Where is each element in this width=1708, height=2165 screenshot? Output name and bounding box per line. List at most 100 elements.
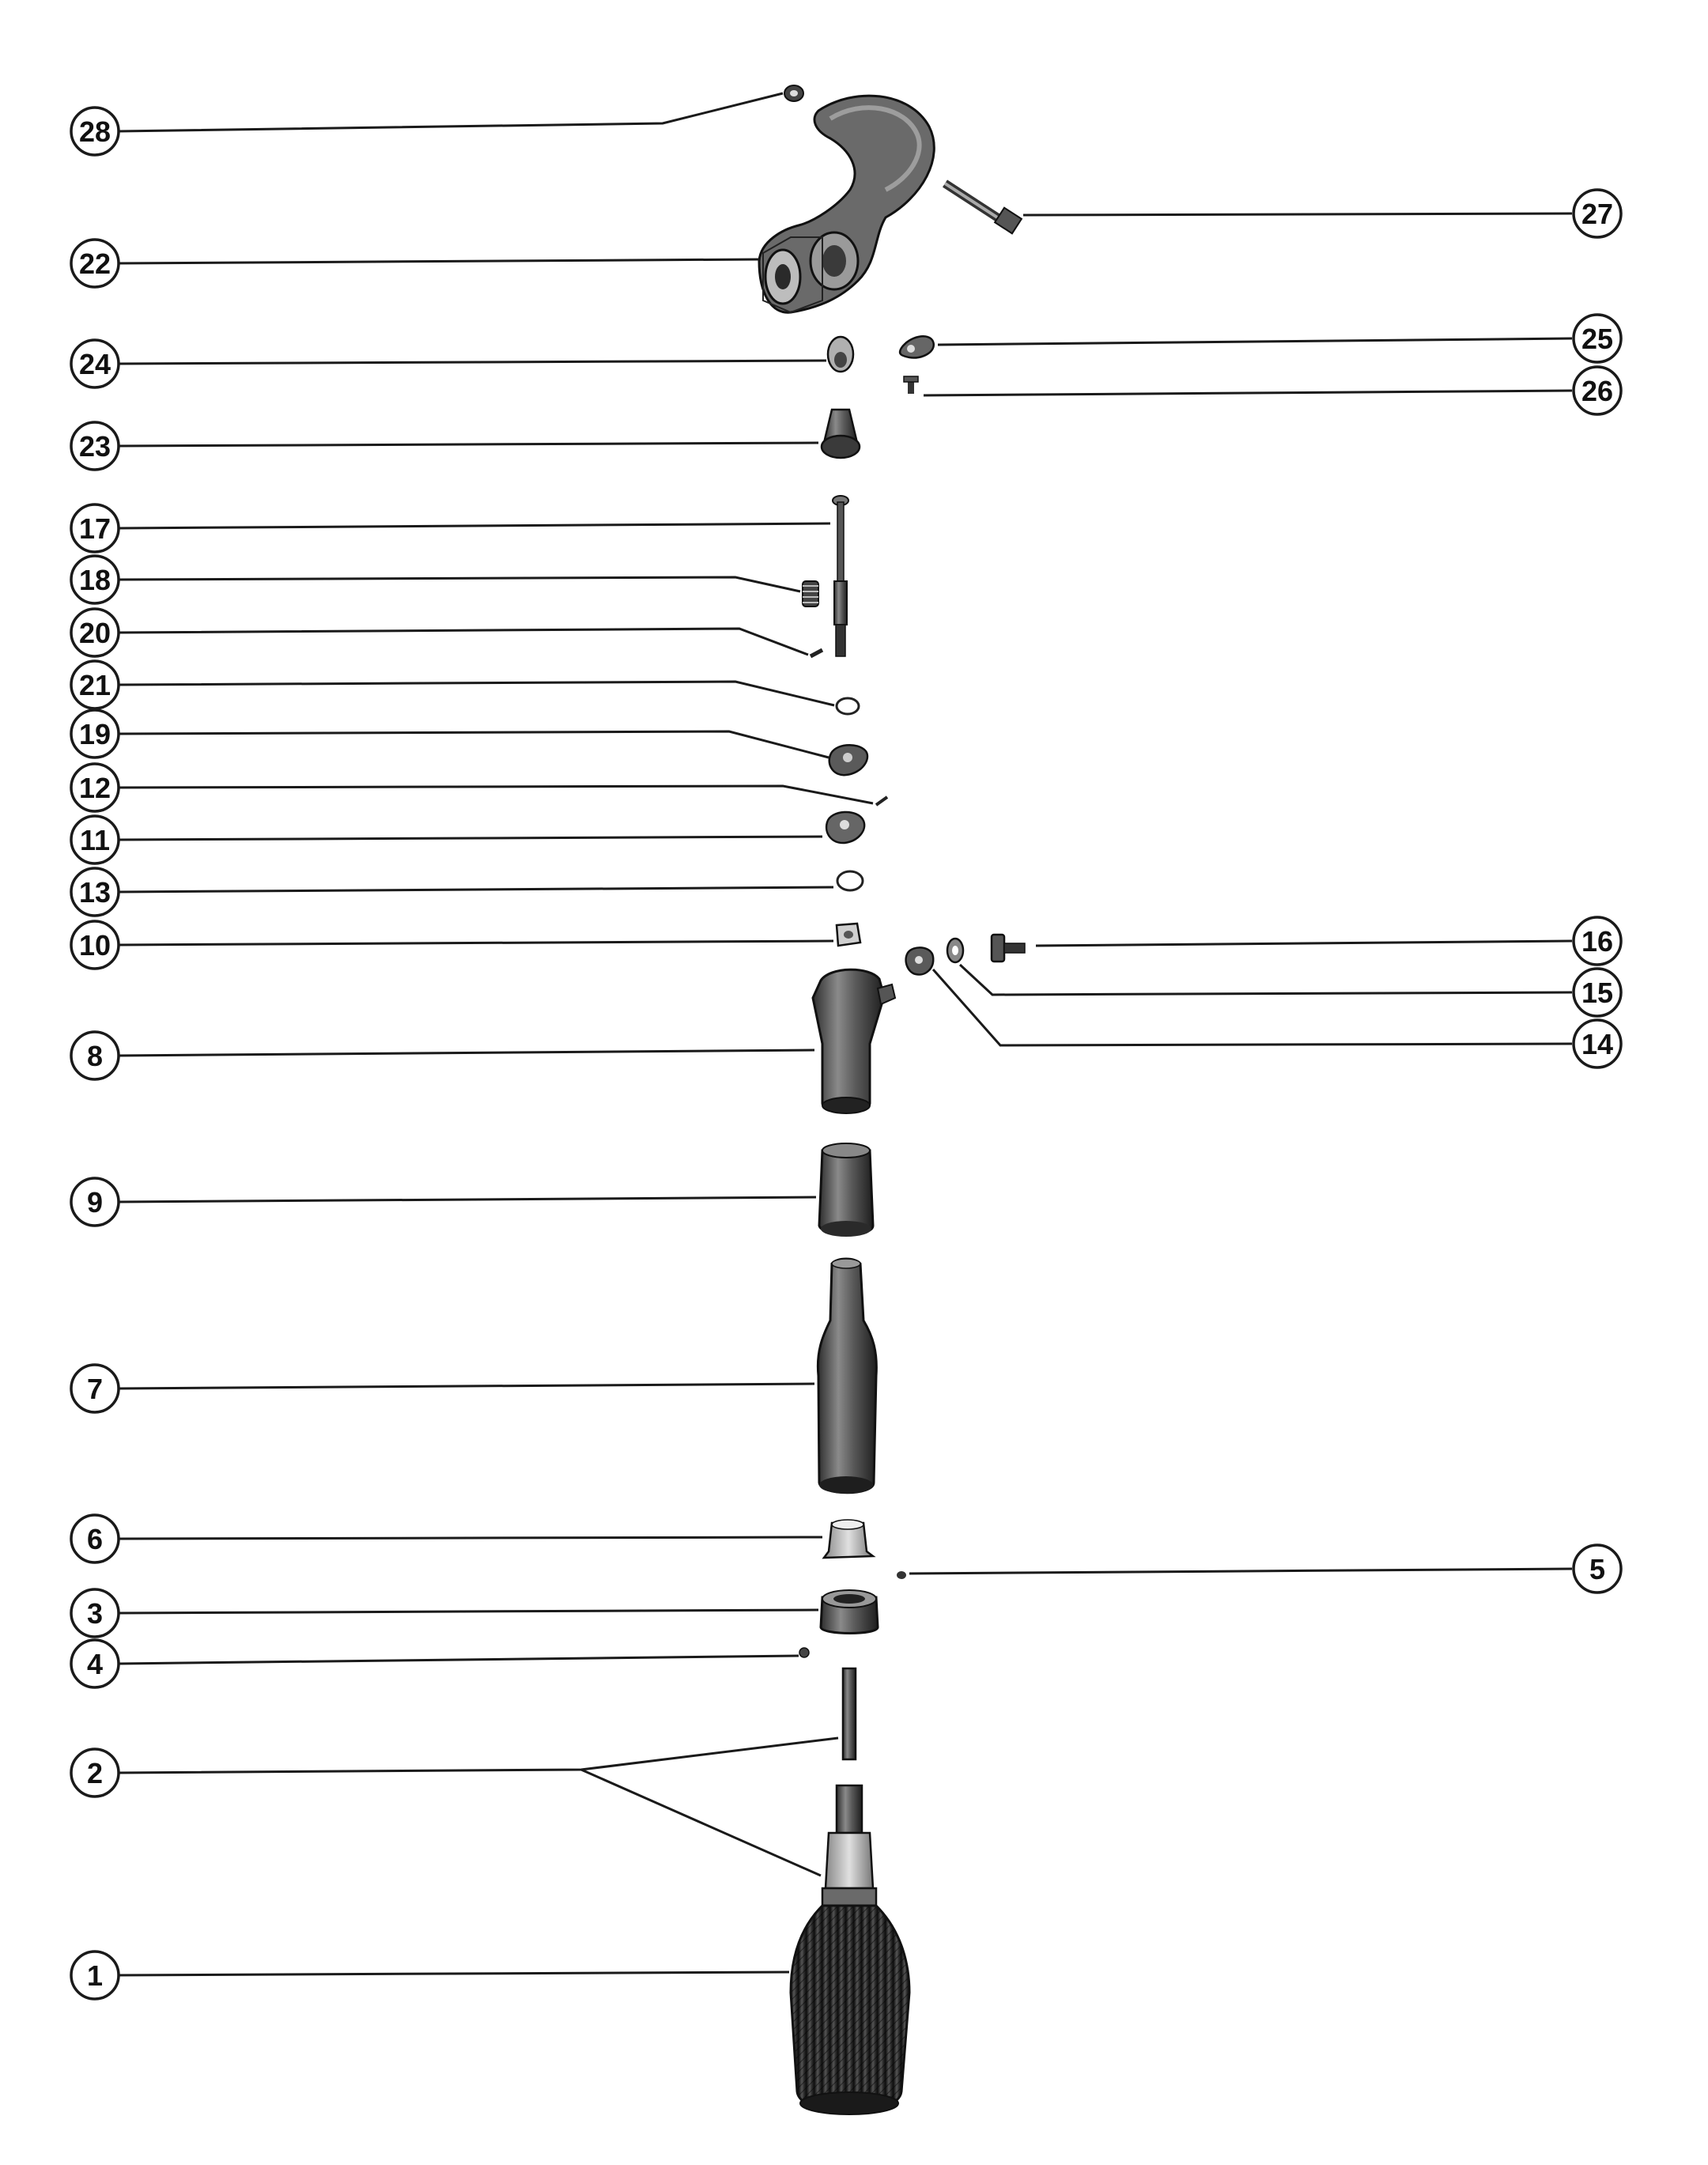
part-9-sleeve	[818, 1143, 875, 1237]
leader-26	[923, 389, 1573, 397]
callout-18: 18	[70, 554, 120, 605]
callout-23: 23	[70, 421, 120, 471]
callout-26: 26	[1572, 365, 1623, 416]
part-21-oring	[835, 697, 860, 716]
callout-label-28: 28	[79, 115, 111, 148]
part-25-clip	[898, 335, 935, 359]
part-8-housing	[811, 968, 897, 1114]
part-24-bushing	[826, 335, 855, 373]
callout-17: 17	[70, 503, 120, 554]
part-4-ball	[799, 1647, 810, 1658]
callout-label-5: 5	[1589, 1553, 1605, 1585]
part-6-bushing	[822, 1519, 876, 1559]
callout-label-13: 13	[79, 876, 111, 909]
leader-2b	[580, 1768, 822, 1877]
part-23-cap	[820, 408, 861, 459]
callout-7: 7	[70, 1363, 120, 1414]
callout-22: 22	[70, 238, 120, 289]
callout-13: 13	[70, 867, 120, 917]
callout-24: 24	[70, 338, 120, 389]
leader-28	[118, 92, 784, 133]
callout-label-26: 26	[1581, 375, 1613, 407]
callout-16: 16	[1572, 916, 1623, 966]
parts-layer	[758, 85, 1026, 2115]
leader-15	[958, 963, 1573, 996]
callout-9: 9	[70, 1177, 120, 1227]
callout-10: 10	[70, 920, 120, 970]
leader-7	[118, 1382, 815, 1390]
callout-label-15: 15	[1581, 977, 1613, 1009]
callout-label-8: 8	[87, 1040, 103, 1072]
callout-28: 28	[70, 106, 120, 157]
leader-9	[118, 1196, 817, 1203]
callout-label-6: 6	[87, 1523, 103, 1555]
callout-label-11: 11	[80, 824, 110, 856]
callout-20: 20	[70, 607, 120, 658]
callout-label-10: 10	[79, 929, 111, 962]
part-11-cam	[825, 810, 866, 844]
callout-3: 3	[70, 1588, 120, 1638]
callout-1: 1	[70, 1950, 120, 2001]
callout-25: 25	[1572, 313, 1623, 364]
callout-label-19: 19	[79, 718, 111, 750]
callout-label-23: 23	[79, 430, 111, 463]
callout-label-25: 25	[1581, 323, 1613, 355]
callouts-left: 28 22 24 23 17 18 20 21 19 12 11 13 10 8…	[70, 106, 120, 2001]
callout-6: 6	[70, 1513, 120, 1564]
part-18-spring	[802, 580, 819, 607]
leader-24	[118, 359, 827, 365]
part-15-washer	[946, 937, 965, 964]
callouts-right: 27 25 26 16 15 14 5	[1572, 188, 1623, 1594]
part-26-screw	[903, 376, 919, 394]
callout-14: 14	[1572, 1018, 1623, 1069]
part-16-screw	[990, 933, 1026, 963]
callout-label-9: 9	[87, 1186, 103, 1219]
callout-2: 2	[70, 1747, 120, 1798]
callout-label-14: 14	[1581, 1028, 1613, 1060]
callout-label-20: 20	[79, 617, 111, 649]
callout-27: 27	[1572, 188, 1623, 239]
callout-label-1: 1	[87, 1959, 103, 1992]
part-20-pin	[809, 648, 824, 659]
callout-4: 4	[70, 1638, 120, 1689]
leader-5	[909, 1567, 1573, 1575]
callout-label-7: 7	[87, 1373, 103, 1405]
leader-25	[937, 337, 1573, 346]
leader-3	[118, 1608, 819, 1615]
callout-19: 19	[70, 708, 120, 759]
leader-lines	[118, 92, 1573, 1977]
leader-19	[118, 730, 829, 759]
leader-18	[118, 576, 801, 593]
callout-11: 11	[70, 814, 120, 865]
leader-4	[118, 1654, 799, 1665]
part-17-shaft	[832, 495, 849, 657]
callout-label-18: 18	[79, 564, 111, 596]
part-27-bolt	[943, 179, 1023, 235]
part-3-nut	[819, 1589, 879, 1634]
callout-label-22: 22	[79, 247, 111, 280]
leader-8	[118, 1048, 815, 1057]
callout-5: 5	[1572, 1543, 1623, 1594]
callout-label-24: 24	[79, 348, 111, 380]
leader-1	[118, 1970, 790, 1977]
leader-14	[931, 969, 1573, 1047]
leader-13	[118, 886, 834, 894]
leader-2a	[118, 1736, 839, 1774]
part-14-washer	[905, 946, 935, 976]
leader-22	[118, 258, 760, 265]
callout-label-12: 12	[79, 772, 111, 804]
leader-17	[118, 522, 831, 530]
callout-15: 15	[1572, 967, 1623, 1018]
leader-21	[118, 680, 835, 707]
part-2-rod-upper	[841, 1667, 857, 1761]
leader-11	[118, 835, 823, 841]
leader-12	[118, 784, 874, 805]
leader-10	[118, 939, 834, 946]
leader-27	[1022, 212, 1573, 217]
part-1-2-handle-assembly	[789, 1784, 911, 2115]
part-28-nut	[784, 85, 804, 102]
part-10-bushing	[835, 922, 862, 947]
part-7-tube	[816, 1257, 878, 1494]
callout-label-21: 21	[79, 669, 111, 701]
